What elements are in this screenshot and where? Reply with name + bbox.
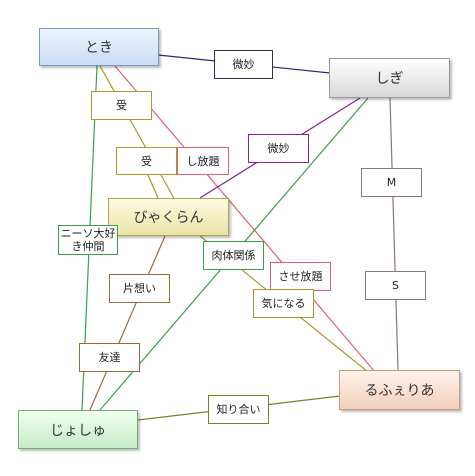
edge-label-shigi-rufuria-s: S xyxy=(365,271,426,300)
edge-uke2-link xyxy=(147,174,159,199)
edge-label-toki-rufuria-b: させ放題 xyxy=(270,262,331,291)
edge-label-shigi-rufuria-m: M xyxy=(361,168,422,197)
edge-byakuran-josyu xyxy=(89,235,166,411)
edge-label-shigi-byakuran: 微妙 xyxy=(248,134,309,163)
node-rufuria[interactable]: るふぇりあ xyxy=(339,370,460,410)
edge-label-byakuran-toki: 受 xyxy=(116,147,177,175)
edge-label-josyu-rufuria: 知り合い xyxy=(208,395,269,424)
edge-label-toki-shigi: 微妙 xyxy=(214,50,273,79)
edge-toki-byakuran-uke1 xyxy=(99,65,176,201)
edge-label-josyu-byakuran: 友達 xyxy=(79,343,140,372)
node-josyu-label: じょしゅ xyxy=(50,422,106,439)
edge-toki-rufuria xyxy=(114,65,376,373)
node-toki[interactable]: とき xyxy=(39,28,159,66)
edge-label-toki-rufuria-a: し放題 xyxy=(177,147,229,175)
node-shigi-label: しぎ xyxy=(375,71,404,87)
edge-shigi-rufuria xyxy=(389,97,399,371)
edge-label-byakuran-josyu: 片想い xyxy=(109,274,170,303)
edge-label-toki-josyu: ニーソ大好 き仲間 xyxy=(58,225,118,255)
node-shigi[interactable]: しぎ xyxy=(329,58,450,98)
node-byakuran[interactable]: びゃくらん xyxy=(108,198,229,236)
edge-label-byakuran-rufuria: 肉体関係 xyxy=(203,241,264,270)
node-toki-label: とき xyxy=(85,40,113,56)
node-josyu[interactable]: じょしゅ xyxy=(18,410,138,449)
node-rufuria-label: るふぇりあ xyxy=(364,383,435,399)
edge-label-toki-byakuran: 受 xyxy=(91,91,152,120)
node-byakuran-label: びゃくらん xyxy=(133,210,204,226)
edge-label-rufuria-byakuran: 気になる xyxy=(253,289,314,318)
